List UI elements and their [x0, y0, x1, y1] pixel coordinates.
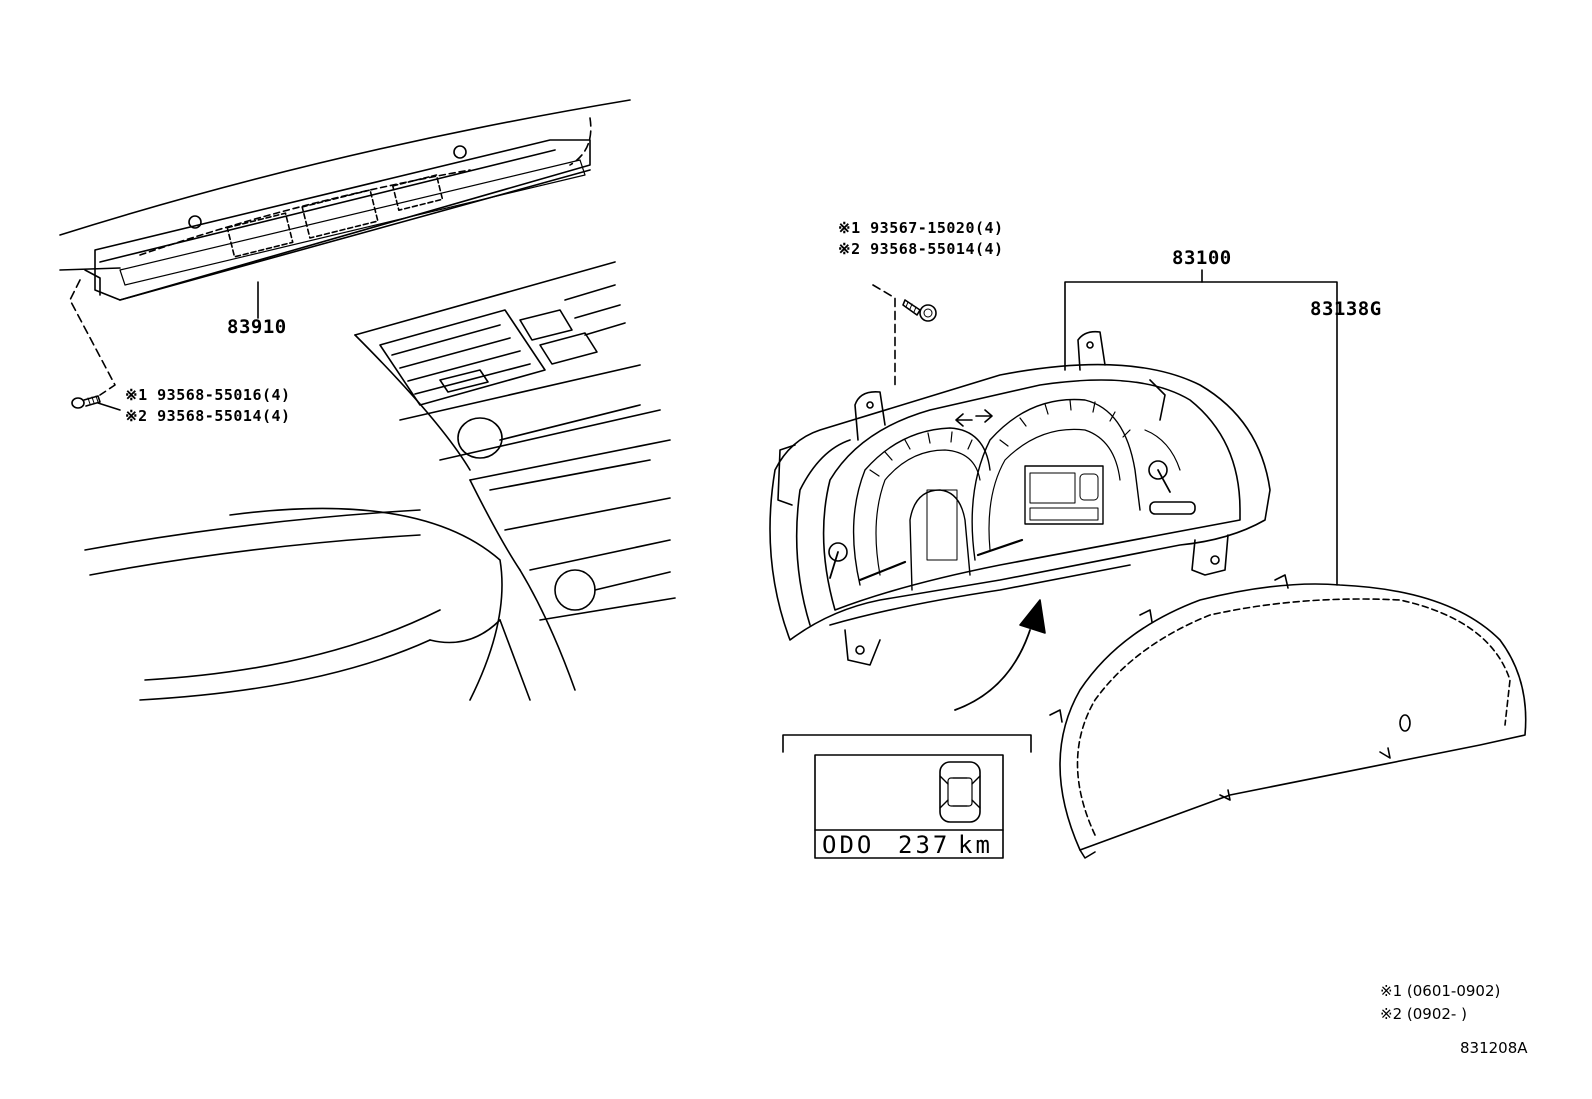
- center-display-screw-2: ※2 93568-55014(4): [125, 407, 291, 425]
- part-number-combination-meter: 83100: [1172, 247, 1232, 269]
- screw-leader-dashed: [69, 279, 116, 396]
- part-number-center-display: 83910: [227, 316, 287, 338]
- door-ajar-icon: [939, 761, 981, 823]
- dashboard-outline: [59, 99, 676, 701]
- odo-label: ODO: [822, 831, 875, 859]
- meter-glass: [1049, 574, 1527, 859]
- figure-id: 831208A: [1460, 1039, 1528, 1057]
- meter-screw-icon: [902, 299, 937, 322]
- screw-callout-line: [97, 402, 121, 411]
- screw-icon: [71, 395, 101, 409]
- meter-screw-leader-dashed: [872, 284, 896, 386]
- meter-screw-2: ※2 93568-55014(4): [838, 240, 1004, 258]
- footnote-1: ※1 (0601-0902): [1380, 982, 1501, 1000]
- detail-view: [782, 734, 1032, 859]
- curved-arrow-icon: [954, 599, 1046, 711]
- footnote-2: ※2 (0902- ): [1380, 1005, 1467, 1023]
- combination-meter: [769, 330, 1271, 666]
- odo-unit: km: [958, 831, 993, 859]
- center-display-screw-1: ※1 93568-55016(4): [125, 386, 291, 404]
- leader-lines-83100: [1064, 269, 1338, 586]
- part-number-meter-glass: 83138G: [1310, 298, 1382, 320]
- odo-value: 237: [898, 831, 951, 859]
- meter-screw-1: ※1 93567-15020(4): [838, 219, 1004, 237]
- center-display-unit: [84, 139, 591, 301]
